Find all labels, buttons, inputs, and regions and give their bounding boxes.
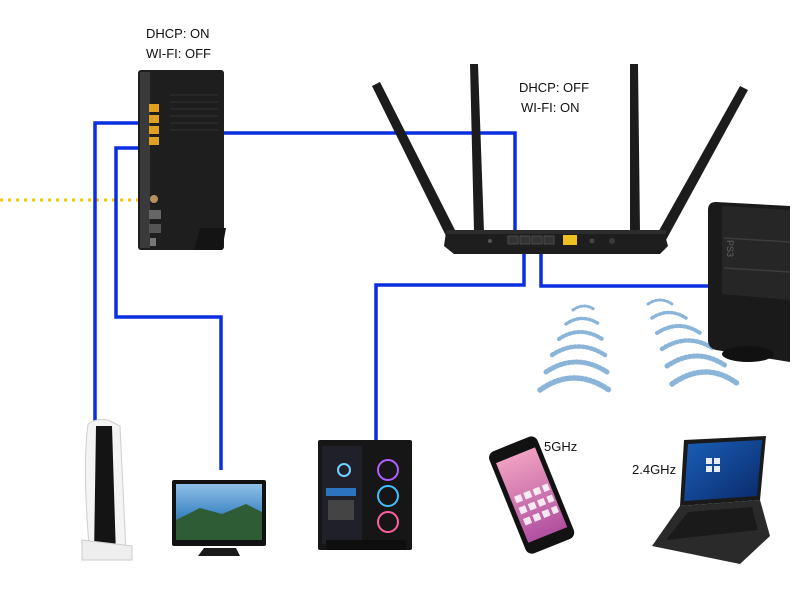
router-antenna-4 bbox=[656, 86, 748, 240]
laptop-band-label: 2.4GHz bbox=[632, 462, 677, 477]
cable-modem-to-ps5 bbox=[93, 121, 150, 432]
modem-lan-ports bbox=[149, 104, 159, 145]
wifi-waves-left bbox=[537, 304, 612, 393]
router-antenna-3 bbox=[630, 64, 640, 232]
router-lan-ports bbox=[507, 235, 555, 245]
cable-router-to-ps3 bbox=[539, 245, 710, 288]
modem-device bbox=[138, 70, 226, 250]
router-device bbox=[372, 64, 748, 254]
ethernet-cables bbox=[93, 121, 710, 470]
modem-coax-port bbox=[150, 195, 158, 203]
router-antenna-2 bbox=[470, 64, 484, 232]
wifi-waves bbox=[537, 298, 741, 393]
smartphone bbox=[489, 436, 575, 554]
router-wifi-label: WI-FI: ON bbox=[521, 100, 580, 115]
cable-modem-to-tv bbox=[114, 146, 223, 470]
modem-wifi-label: WI-FI: OFF bbox=[146, 46, 211, 61]
laptop bbox=[652, 436, 770, 564]
svg-text:PS3: PS3 bbox=[725, 240, 735, 257]
gaming-pc bbox=[318, 440, 412, 550]
tv bbox=[172, 480, 266, 556]
router-wan-port bbox=[563, 235, 577, 245]
router-antenna-1 bbox=[372, 82, 458, 240]
modem-dhcp-label: DHCP: ON bbox=[146, 26, 210, 41]
wifi-waves-right bbox=[646, 298, 741, 387]
ps3-console: PS3 bbox=[708, 202, 791, 362]
cable-router-to-pc bbox=[374, 245, 526, 445]
ps5-console bbox=[81, 419, 133, 561]
phone-band-label: 5GHz bbox=[544, 439, 578, 454]
router-dhcp-label: DHCP: OFF bbox=[519, 80, 590, 95]
cable-modem-to-router bbox=[152, 131, 517, 238]
